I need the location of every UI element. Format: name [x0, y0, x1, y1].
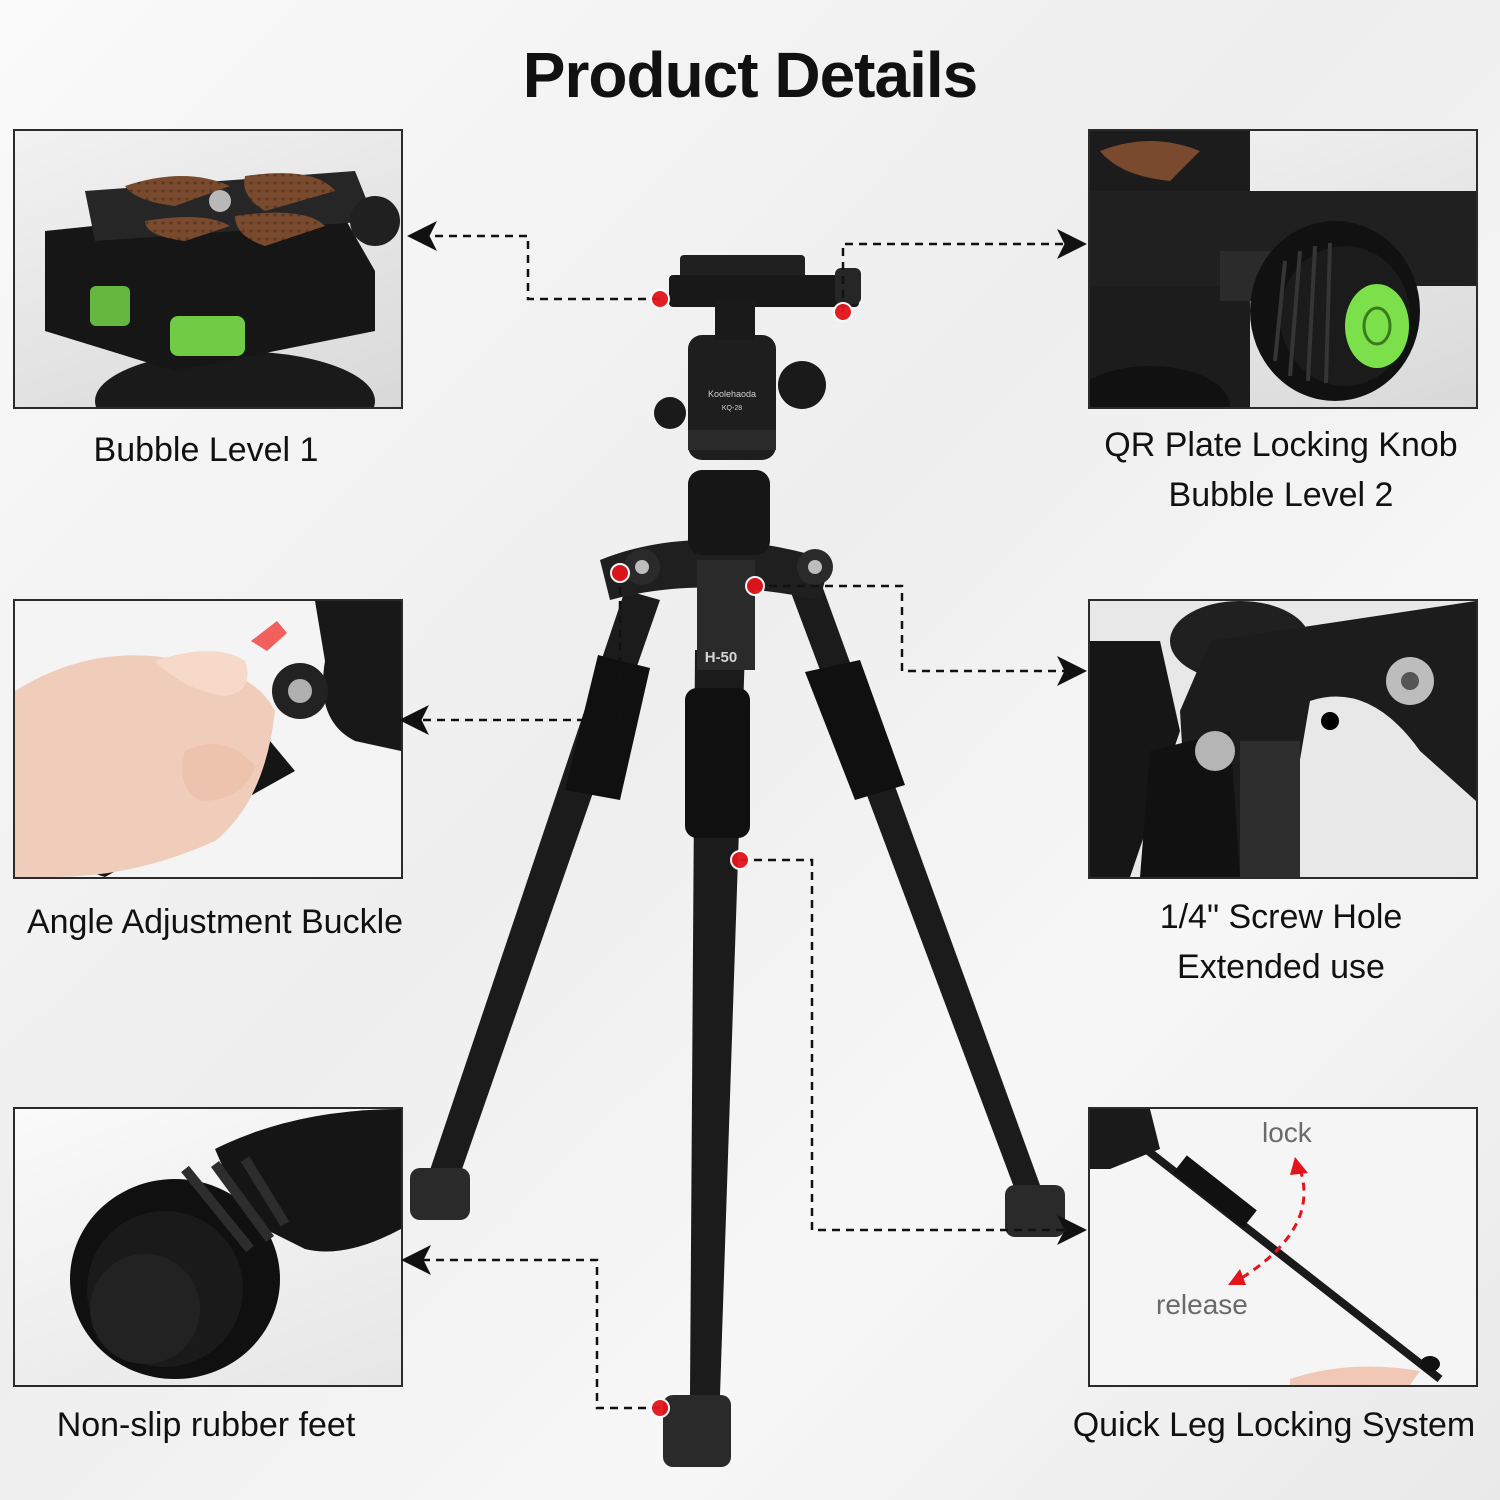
caption-rubber-feet: Non-slip rubber feet	[56, 1406, 356, 1444]
caption-screw-hole: 1/4" Screw Hole Extended use	[1159, 898, 1403, 986]
bubble-level-1-image	[13, 129, 403, 409]
caption-bubble-level-1: Bubble Level 1	[93, 431, 319, 469]
screw-hole-image	[1088, 599, 1478, 879]
release-label: release	[1156, 1289, 1248, 1320]
caption-qr-knob: QR Plate Locking Knob Bubble Level 2	[1104, 426, 1458, 514]
caption-leg-lock: Quick Leg Locking System	[1072, 1406, 1476, 1444]
page-title: Product Details	[522, 39, 978, 111]
leg-lock-image: lock release	[1088, 1107, 1478, 1387]
ball-head-brand-text: Koolehaoda	[708, 389, 756, 399]
column-model-text: H-50	[705, 649, 738, 666]
qr-knob-image	[1088, 129, 1478, 409]
angle-buckle-image	[13, 599, 403, 879]
lock-label: lock	[1262, 1117, 1312, 1148]
ball-head-model-text: KQ-28	[722, 405, 742, 412]
caption-angle-buckle: Angle Adjustment Buckle	[26, 903, 404, 941]
rubber-feet-image	[13, 1107, 403, 1387]
